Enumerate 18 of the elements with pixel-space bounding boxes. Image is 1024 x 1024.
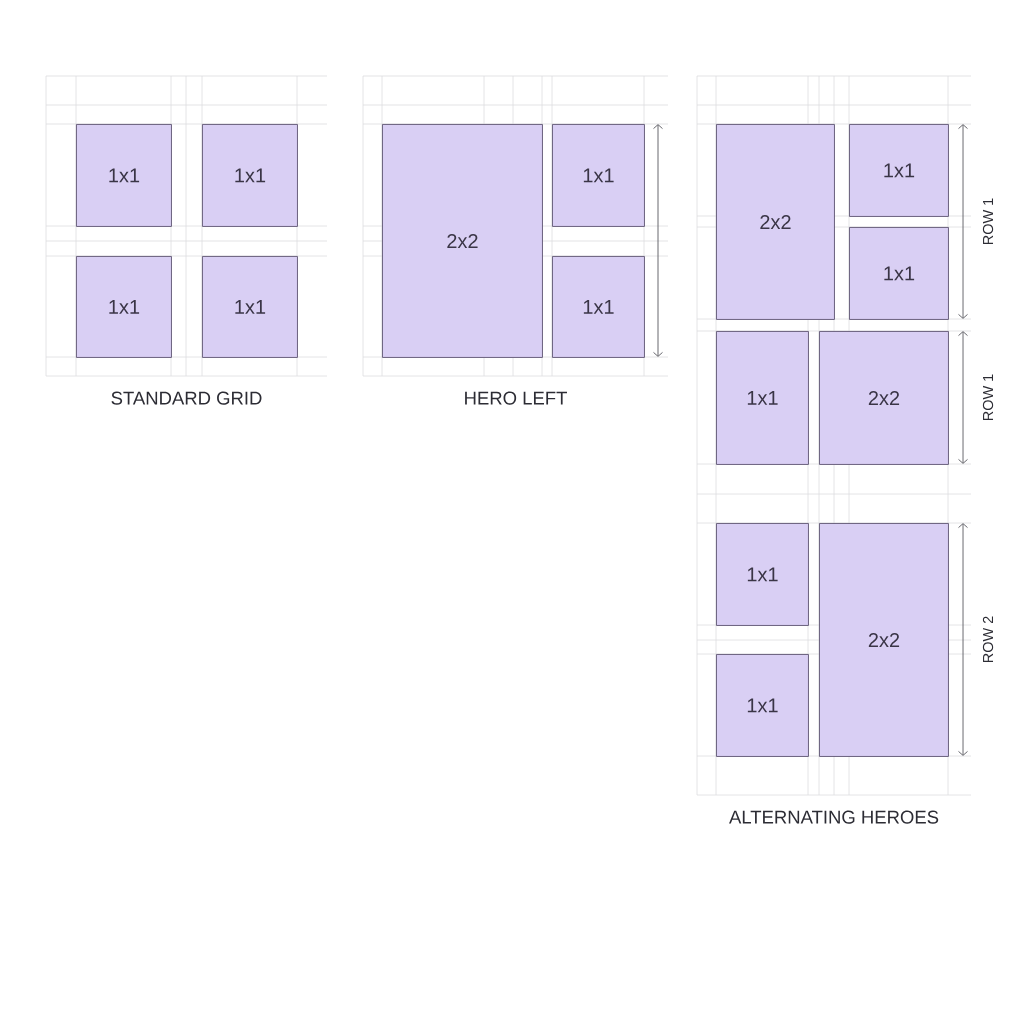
- grid-tile: 1x1: [716, 654, 809, 757]
- row-label: ROW 1: [982, 198, 994, 245]
- row-label: ROW 2: [982, 616, 994, 663]
- grid-tile: 2x2: [819, 523, 949, 757]
- grid-tile: 2x2: [716, 124, 835, 320]
- grid-tile: 1x1: [716, 523, 809, 626]
- grid-tile: 1x1: [849, 124, 949, 217]
- grid-tile: 1x1: [552, 256, 645, 358]
- grid-tile: 1x1: [76, 256, 172, 358]
- grid-tile: 1x1: [202, 124, 298, 227]
- row-label: ROW 1: [982, 374, 994, 421]
- grid-tile: 1x1: [716, 331, 809, 465]
- grid-tile: 2x2: [382, 124, 543, 358]
- grid-tile: 2x2: [819, 331, 949, 465]
- grid-tile: 1x1: [76, 124, 172, 227]
- grid-tile: 1x1: [202, 256, 298, 358]
- grid-tile: 1x1: [849, 227, 949, 320]
- grid-tile: 1x1: [552, 124, 645, 227]
